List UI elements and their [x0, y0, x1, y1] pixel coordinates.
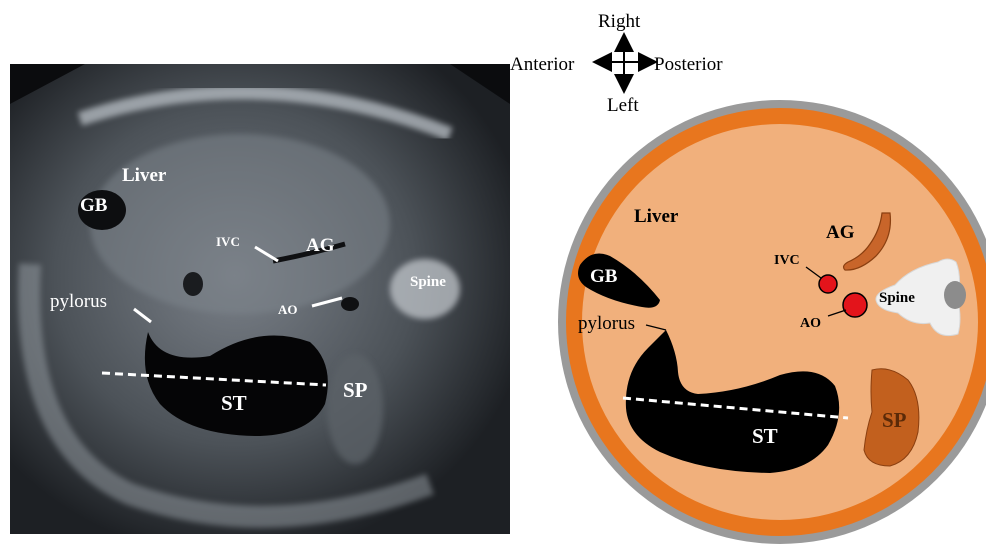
us-label-gb: GB [80, 195, 108, 216]
schematic-label-st: ST [752, 424, 778, 448]
us-label-pylorus: pylorus [50, 291, 107, 312]
schematic-label-liver: Liver [634, 206, 679, 227]
ivc-vessel [819, 275, 837, 293]
schematic-label-spine: Spine [879, 290, 915, 306]
us-label-ag: AG [306, 235, 335, 256]
vertebral-body [944, 281, 966, 309]
schematic-diagram-panel: Right Left Anterior Posterior Liver [510, 0, 986, 550]
schematic-label-ag: AG [826, 222, 855, 243]
schematic-label-sp: SP [882, 408, 907, 432]
orientation-posterior: Posterior [654, 54, 723, 75]
ultrasound-image-panel: Liver GB IVC AG Spine AO pylorus ST SP [10, 64, 510, 534]
vessel-echo [183, 272, 203, 296]
orientation-right: Right [598, 11, 641, 32]
schematic-label-ivc: IVC [774, 253, 800, 268]
aorta-echo [341, 297, 359, 311]
us-label-spine: Spine [410, 274, 446, 290]
schematic-label-pylorus: pylorus [578, 313, 635, 334]
us-label-ivc: IVC [216, 234, 240, 249]
schematic-label-gb: GB [590, 266, 618, 287]
spleen-echo [327, 354, 383, 464]
orientation-anterior: Anterior [510, 54, 575, 75]
aorta-vessel [843, 293, 867, 317]
orientation-left: Left [607, 95, 639, 116]
schematic-label-ao: AO [800, 316, 821, 331]
orientation-compass: Right Left Anterior Posterior [510, 11, 723, 116]
us-label-sp: SP [343, 378, 368, 402]
us-label-ao: AO [278, 302, 298, 317]
ultrasound-image: Liver GB IVC AG Spine AO pylorus ST SP [10, 64, 510, 534]
us-label-st: ST [221, 391, 247, 415]
liver-echo [90, 134, 390, 314]
schematic-diagram: Right Left Anterior Posterior Liver [510, 0, 986, 550]
us-label-liver: Liver [122, 165, 167, 186]
